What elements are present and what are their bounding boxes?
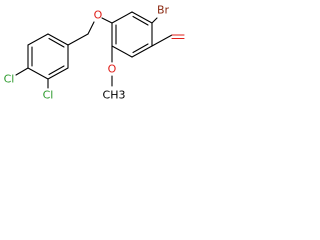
bond xyxy=(151,17,158,24)
dichlorobenzyl-ring xyxy=(15,33,69,89)
ether-oxygen-label: O xyxy=(94,9,103,22)
bond-inner xyxy=(132,43,149,54)
benzaldehyde-ring xyxy=(111,11,185,87)
bond xyxy=(27,33,49,46)
methyl-label: CH3 xyxy=(103,89,126,102)
linker xyxy=(67,17,113,46)
bond xyxy=(67,33,89,46)
bond xyxy=(111,45,133,58)
bond xyxy=(87,21,95,35)
bond xyxy=(101,17,113,24)
bond-inner xyxy=(48,37,65,48)
bond xyxy=(47,33,69,46)
chlorine-ortho-label: Cl xyxy=(43,89,54,102)
bromine-label: Br xyxy=(157,4,170,17)
bond-inner xyxy=(132,15,149,26)
bond xyxy=(111,11,133,24)
bond xyxy=(15,67,29,76)
bond xyxy=(131,45,153,58)
methoxy-oxygen-label: O xyxy=(108,63,117,76)
chlorine-para-label: Cl xyxy=(4,73,15,86)
bond-inner xyxy=(48,65,65,76)
bond xyxy=(47,67,69,80)
molecule-structure: Br O O CH3 Cl Cl xyxy=(4,4,185,102)
bond xyxy=(151,34,173,47)
bond xyxy=(131,11,153,24)
bond xyxy=(27,67,49,80)
